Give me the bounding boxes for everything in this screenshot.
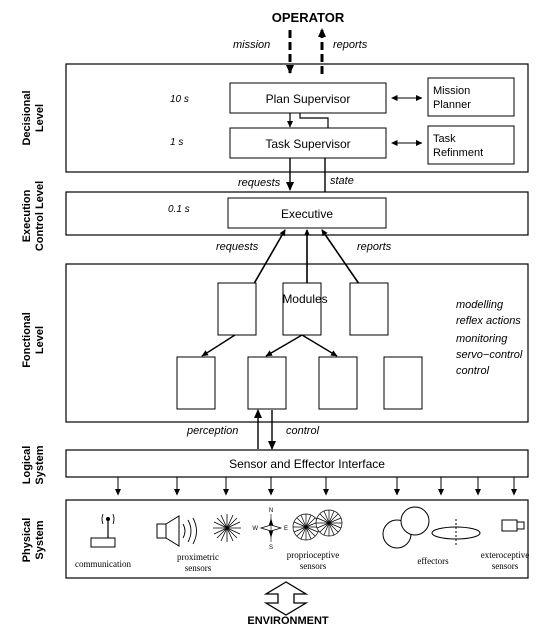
level-label-line: System [34,445,46,484]
compass-w-label: W [252,526,258,532]
time-exec-label: 0.1 s [168,204,190,215]
exteroceptive-label-line: sensors [492,561,519,571]
reports-lower-label: reports [357,241,392,253]
modules-label: Modules [282,292,327,306]
function-label: modelling [456,299,504,311]
module-link [201,334,236,357]
requests-lower-label: requests [216,241,259,253]
physical-level-frame [65,499,529,579]
mission-planner-box [427,77,515,117]
level-label-physical: Physical System [21,518,46,563]
task-refinement-label-line: Refinment [433,147,483,159]
time-plan-label: 10 s [170,94,189,105]
function-label: reflex actions [456,315,521,327]
level-label-line: Decisional [21,90,33,145]
speaker-icon [156,515,197,547]
perception-label: perception [186,425,238,437]
function-label: servo−control [456,349,523,361]
level-label-line: Fonctional [21,312,33,368]
task-supervisor-label: Task Supervisor [265,137,350,151]
compass-e-label: E [284,526,288,532]
level-label-line: Control Level [34,181,46,251]
proximetric-label-line: sensors [185,563,212,573]
interface-label: Sensor and Effector Interface [229,457,385,471]
level-label-line: Level [34,104,46,132]
state-label: state [330,175,354,187]
camera-icon [501,519,525,532]
plan-supervisor-box [229,82,387,114]
level-label-decisional: Decisional Level [21,90,46,145]
functional-level-frame [65,263,529,423]
task-to-plan-link [299,113,329,128]
module-box [176,356,216,410]
level-label-line: Logical [21,446,33,485]
module-link [301,334,338,357]
interface-arrows [115,477,517,496]
level-label-logical: Logical System [21,445,46,484]
logical-level-frame [65,449,529,478]
level-label-line: Level [34,326,46,354]
starburst-sensor-icon [213,514,241,542]
executive-box [227,197,387,229]
operator-label: OPERATOR [272,10,345,25]
mission-label: mission [233,39,270,51]
wheel-encoder-icon [292,509,343,541]
compass-s-label: S [269,545,273,551]
executive-label: Executive [281,207,333,221]
effectors-label: effectors [417,556,449,566]
compass-n-label: N [269,508,273,514]
proprioceptive-label-line: sensors [300,561,327,571]
module-box [282,282,322,336]
requests-upper-label: requests [238,177,281,189]
task-refinement-label-line: Task [433,133,456,145]
module-link [265,334,303,357]
mission-planner-label-line: Planner [433,99,471,111]
level-label-functional: Fonctional Level [21,312,46,368]
level-label-line: Execution [21,189,33,242]
environment-label: ENVIRONMENT [247,615,329,625]
task-refinement-box [427,125,515,165]
proprioceptive-label-line: proprioceptive [287,550,339,560]
mission-planner-label-line: Mission [433,85,470,97]
proximetric-label-line: proximetric [177,552,219,562]
module-box [217,282,257,336]
function-label: monitoring [456,333,508,345]
level-label-line: System [34,520,46,559]
level-label-execution: Execution Control Level [21,181,46,251]
antenna-icon [90,513,116,548]
exteroceptive-label-line: exteroceptive [481,550,529,560]
environment-arrow [263,581,309,616]
decisional-level-frame [65,63,529,173]
compass-icon: N S W E [252,508,288,551]
task-supervisor-box [229,127,387,159]
time-task-label: 1 s [170,137,183,148]
effector-wheels-icon [382,506,481,549]
level-label-line: Physical [21,518,33,563]
reports-top-label: reports [333,39,368,51]
module-box [349,282,389,336]
communication-label: communication [75,559,131,569]
plan-supervisor-label: Plan Supervisor [266,92,351,106]
module-box [247,356,287,410]
module-box [383,356,423,410]
module-box [318,356,358,410]
control-label: control [286,425,320,437]
function-label: control [456,365,490,377]
execution-level-frame [65,191,529,236]
